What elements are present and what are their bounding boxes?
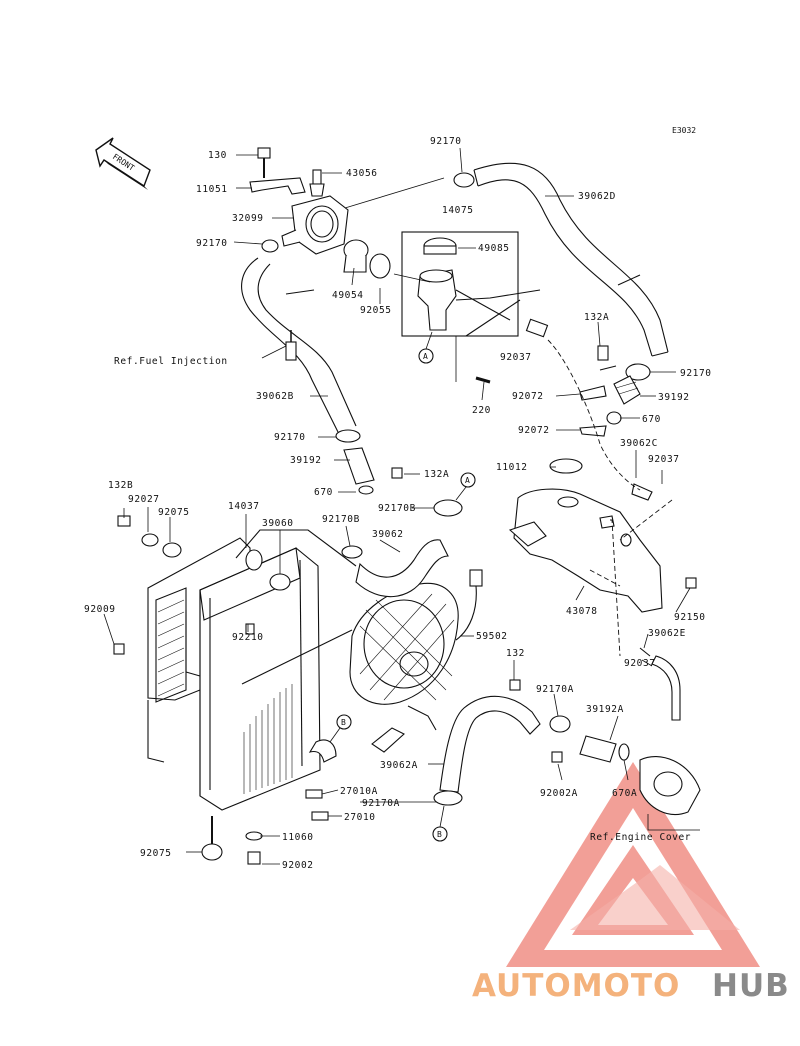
marker-b-hose: B	[432, 805, 448, 842]
part-label: 92170	[274, 432, 306, 443]
part-label: 11060	[282, 832, 314, 843]
part-label: 130	[208, 150, 227, 161]
marker-b-radiator: B	[329, 714, 352, 743]
part-label: 27010A	[340, 786, 378, 797]
part-label: 670	[314, 487, 333, 498]
ref-engine-cover: Ref.Engine Cover	[590, 832, 691, 843]
cooling-fan	[349, 569, 483, 753]
part-label: 49054	[332, 290, 364, 301]
part-label: 92075	[140, 848, 172, 859]
part-label: 92170B	[378, 503, 416, 514]
svg-text:A: A	[423, 352, 428, 361]
part-label: 220	[472, 405, 491, 416]
part-label: 39062A	[380, 760, 418, 771]
part-label: 92075	[158, 507, 190, 518]
part-label: 43056	[346, 168, 378, 179]
part-label: 92170A	[536, 684, 574, 695]
svg-text:B: B	[437, 830, 442, 839]
part-label: 670A	[612, 788, 637, 799]
part-label: 92002	[282, 860, 314, 871]
part-label: 92009	[84, 604, 116, 615]
radiator-core-fins	[243, 684, 293, 794]
part-label: 27010	[344, 812, 376, 823]
watermark-brand: AUTOMOTO HUB	[472, 968, 790, 1004]
part-label: 132A	[584, 312, 609, 323]
diagram-code: E3032	[672, 126, 696, 135]
part-label: 14075	[442, 205, 474, 216]
watermark-logo	[506, 762, 760, 967]
part-label: 132	[506, 648, 525, 659]
hose-39062	[341, 499, 463, 598]
part-label: 39062	[372, 529, 404, 540]
marker-a-top: A	[418, 331, 434, 364]
part-label: 32099	[232, 213, 264, 224]
ref-fuel-injection: Ref.Fuel Injection	[114, 356, 228, 367]
reservoir-tank	[508, 458, 697, 721]
part-label: 59502	[476, 631, 508, 642]
part-label: 670	[642, 414, 661, 425]
watermark-brand-part1: AUTOMOTO	[472, 968, 680, 1004]
part-label: 92170	[430, 136, 462, 147]
dashed-routing-lines	[185, 289, 700, 831]
part-label: 132B	[108, 480, 133, 491]
part-label: 92170	[196, 238, 228, 249]
filler-neck-group	[401, 231, 549, 384]
part-label: 92027	[128, 494, 160, 505]
hose-39062d	[453, 162, 669, 357]
svg-text:B: B	[341, 718, 346, 727]
part-label: 49085	[478, 243, 510, 254]
marker-a-mid: A	[455, 472, 476, 501]
part-label: 132A	[424, 469, 449, 480]
part-label: 92210	[232, 632, 264, 643]
part-label: 39192	[658, 392, 690, 403]
part-label: 39062D	[578, 191, 616, 202]
part-label: 92072	[512, 391, 544, 402]
part-label: 11051	[196, 184, 228, 195]
part-label: 92055	[360, 305, 392, 316]
hose-39062a	[433, 679, 541, 806]
part-label: 39062E	[648, 628, 686, 639]
engine-cover-fitting	[549, 715, 701, 816]
pipe-fitting-group-right	[579, 345, 651, 437]
part-label: 92072	[518, 425, 550, 436]
hose-39062b	[241, 257, 403, 495]
part-label: 39192	[290, 455, 322, 466]
part-label: 92150	[674, 612, 706, 623]
part-label: 39192A	[586, 704, 624, 715]
part-label: 39062C	[620, 438, 658, 449]
front-arrow: FRONT	[95, 137, 151, 190]
part-number-labels: 130 11051 43056 32099 92170 14075 49085 …	[84, 136, 712, 871]
part-label: 92002A	[540, 788, 578, 799]
part-label: 92170A	[362, 798, 400, 809]
part-label: 43078	[566, 606, 598, 617]
part-label: 92170	[680, 368, 712, 379]
radiator	[113, 515, 337, 865]
radiator-screen-hatch	[157, 599, 185, 697]
watermark-brand-part2: HUB	[712, 968, 790, 1004]
part-label: 39060	[262, 518, 294, 529]
part-label: 39062B	[256, 391, 294, 402]
part-label: 92037	[648, 454, 680, 465]
part-label: 92037	[500, 352, 532, 363]
leader-lines	[103, 147, 691, 865]
part-label: 14037	[228, 501, 260, 512]
thermostat-housing-group	[249, 147, 391, 279]
part-label: 92037	[624, 658, 656, 669]
part-label: 92170B	[322, 514, 360, 525]
part-label: 11012	[496, 462, 528, 473]
svg-text:A: A	[465, 476, 470, 485]
